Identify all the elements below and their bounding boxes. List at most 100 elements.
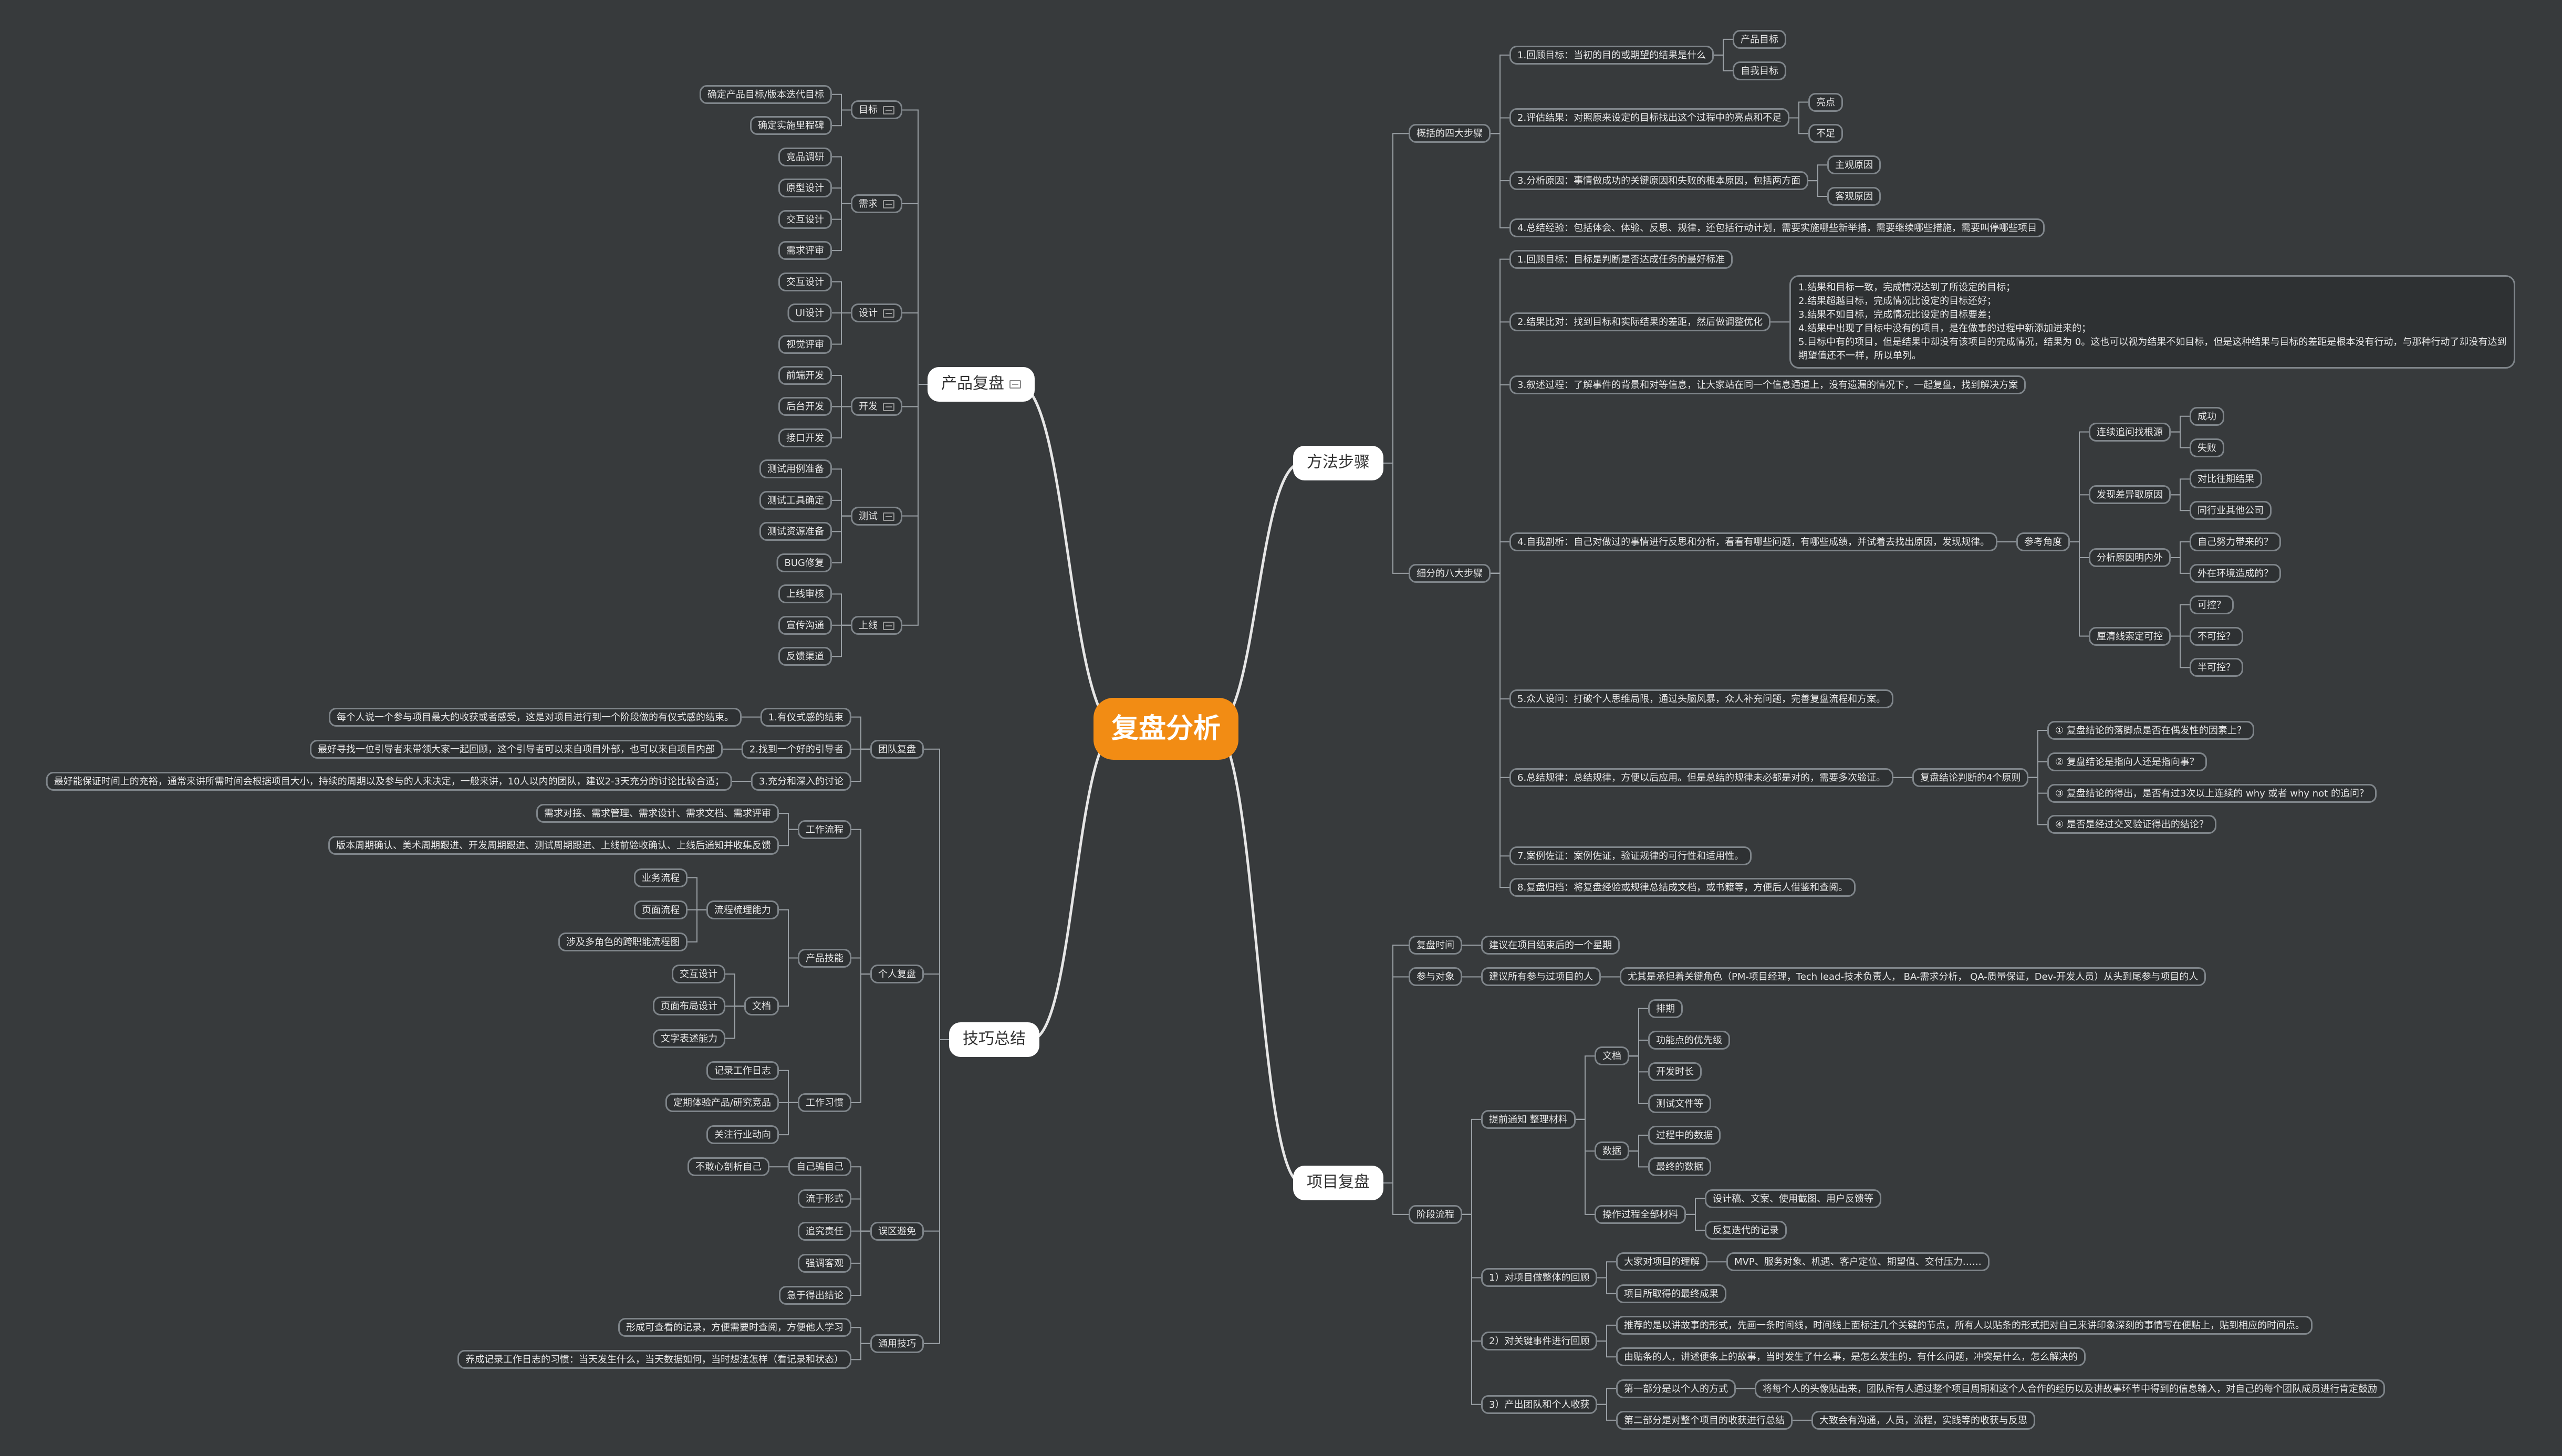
mind-node[interactable]: 8.复盘归档：将复盘经验或规律总结成文档，或书籍等，方便后人借鉴和查阅。: [1509, 878, 1856, 897]
mind-node[interactable]: 参与对象: [1409, 967, 1462, 987]
mind-node[interactable]: 产品目标: [1733, 29, 1786, 49]
mind-node[interactable]: 确定实施里程碑: [750, 116, 832, 135]
mind-node[interactable]: 每个人说一个参与项目最大的收获或者感受，这是对项目进行到一个阶段做的有仪式感的结…: [329, 707, 742, 727]
mind-node[interactable]: 宣传沟通: [778, 615, 832, 635]
mind-node[interactable]: 需求评审: [778, 241, 832, 260]
mind-node[interactable]: 文字表述能力: [653, 1029, 725, 1048]
mind-node[interactable]: 最好能保证时间上的充裕，通常来讲所需时间会根据项目大小，持续的周期以及参与的人来…: [46, 771, 732, 791]
mind-node[interactable]: 3.分析原因：事情做成功的关键原因和失败的根本原因，包括两方面: [1509, 171, 1809, 191]
mind-node[interactable]: 测试文件等: [1648, 1094, 1711, 1113]
mind-node[interactable]: 项目所取得的最终成果: [1616, 1284, 1726, 1303]
mind-node[interactable]: 排期: [1648, 999, 1683, 1018]
mind-node[interactable]: 自己努力带来的？: [2190, 532, 2281, 552]
mind-node[interactable]: 需求: [851, 194, 902, 213]
mind-node[interactable]: 尤其是承担着关键角色（PM-项目经理，Tech lead-技术负责人， BA-需…: [1620, 967, 2206, 987]
mind-node[interactable]: 亮点: [1808, 92, 1843, 112]
mind-node[interactable]: 外在环境造成的？: [2190, 563, 2281, 583]
mind-node[interactable]: 最好寻找一位引导者来带领大家一起回顾，这个引导者可以来自项目外部，也可以来自项目…: [310, 739, 723, 759]
mind-node[interactable]: 记录工作日志: [706, 1061, 779, 1080]
mind-node[interactable]: 复盘时间: [1409, 936, 1462, 955]
mind-node[interactable]: 项目复盘: [1293, 1166, 1383, 1200]
mind-node[interactable]: 提前通知 整理材料: [1481, 1109, 1576, 1129]
mind-node[interactable]: 2）对关键事件进行回顾: [1481, 1332, 1598, 1351]
mind-node[interactable]: 业务流程: [634, 868, 688, 887]
mind-node[interactable]: 交互设计: [778, 210, 832, 229]
mind-node[interactable]: 反复迭代的记录: [1705, 1220, 1787, 1240]
mind-node[interactable]: 方法步骤: [1293, 446, 1383, 480]
mind-node[interactable]: 2.找到一个好的引导者: [741, 739, 851, 759]
mind-node[interactable]: 4.自我剖析：自己对做过的事情进行反思和分析，看看有哪些问题，有哪些成绩，并试着…: [1509, 532, 1998, 552]
mind-node[interactable]: 由贴条的人，讲述便条上的故事，当时发生了什么事，是怎么发生的，有什么问题，冲突是…: [1616, 1347, 2086, 1367]
mind-node[interactable]: 分析原因明内外: [2089, 548, 2171, 567]
mind-node[interactable]: 对比往期结果: [2190, 469, 2262, 489]
mind-node[interactable]: 第一部分是以个人的方式: [1616, 1379, 1736, 1398]
mind-node[interactable]: 2.结果比对：找到目标和实际结果的差距，然后做调整优化: [1509, 312, 1771, 332]
mind-node[interactable]: 强调客观: [798, 1253, 851, 1273]
mind-node[interactable]: 工作习惯: [798, 1093, 851, 1112]
mind-node[interactable]: 交互设计: [778, 272, 832, 291]
mind-node[interactable]: 原型设计: [778, 179, 832, 198]
mind-node[interactable]: 开发: [851, 397, 902, 416]
mind-node[interactable]: 涉及多角色的跨职能流程图: [558, 932, 688, 951]
mind-node[interactable]: 1.回顾目标：目标是判断是否达成任务的最好标准: [1509, 249, 1733, 269]
mind-node[interactable]: 上线: [851, 615, 902, 635]
mind-node[interactable]: 1）对项目做整体的回顾: [1481, 1268, 1598, 1287]
mind-node[interactable]: 目标: [851, 100, 902, 120]
mind-node[interactable]: 4.总结经验：包括体会、体验、反思、规律，还包括行动计划，需要实施哪些新举措，需…: [1509, 218, 2045, 237]
mind-node[interactable]: 阶段流程: [1409, 1204, 1462, 1224]
mind-node[interactable]: ③ 复盘结论的得出，是否有过3次以上连续的 why 或者 why not 的追问…: [2047, 783, 2377, 803]
mind-node[interactable]: 客观原因: [1827, 187, 1881, 206]
mind-node[interactable]: 7.案例佐证：案例佐证，验证规律的可行性和适用性。: [1509, 846, 1752, 866]
mind-node[interactable]: 操作过程全部材料: [1595, 1204, 1686, 1224]
mind-node[interactable]: 细分的八大步骤: [1409, 563, 1491, 583]
mind-node[interactable]: 测试工具确定: [759, 490, 832, 510]
mind-node[interactable]: 交互设计: [672, 965, 725, 984]
mind-node[interactable]: 急于得出结论: [779, 1286, 851, 1305]
mind-node[interactable]: ① 复盘结论的落脚点是否在偶发性的因素上？: [2047, 720, 2254, 740]
mind-node[interactable]: 产品复盘: [928, 367, 1035, 402]
mind-node[interactable]: 自己骗自己: [788, 1157, 851, 1177]
mind-node[interactable]: 概括的四大步骤: [1409, 124, 1491, 143]
mind-node[interactable]: 设计: [851, 303, 902, 323]
mind-node[interactable]: 流于形式: [798, 1189, 851, 1209]
mind-node[interactable]: 1.回顾目标：当初的目的或期望的结果是什么: [1509, 45, 1714, 65]
mind-node[interactable]: 页面流程: [634, 900, 688, 919]
mind-node[interactable]: 个人复盘: [870, 965, 924, 984]
mind-node[interactable]: 3.充分和深入的讨论: [751, 771, 851, 791]
mind-node[interactable]: 不可控？: [2190, 626, 2243, 646]
mind-node[interactable]: 养成记录工作日志的习惯：当天发生什么，当天数据如何，当时想法怎样（看记录和状态）: [457, 1350, 851, 1369]
mind-node[interactable]: 后台开发: [778, 397, 832, 416]
mind-node[interactable]: 文档: [1595, 1046, 1629, 1066]
mind-node[interactable]: 主观原因: [1827, 155, 1881, 175]
mind-node[interactable]: 3.叙述过程：了解事件的背景和对等信息，让大家站在同一个信息通道上，没有遗漏的情…: [1509, 375, 2026, 394]
mind-node[interactable]: 定期体验产品/研究竞品: [665, 1093, 779, 1112]
mind-node[interactable]: 5.众人设问：打破个人思维局限，通过头脑风暴，众人补充问题，完善复盘流程和方案。: [1509, 689, 1894, 709]
mind-node[interactable]: ④ 是否是经过交叉验证得出的结论？: [2047, 815, 2216, 834]
mind-node[interactable]: 1.结果和目标一致，完成情况达到了所设定的目标； 2.结果超越目标，完成情况比设…: [1789, 275, 2516, 369]
mind-node[interactable]: 团队复盘: [870, 739, 924, 759]
mind-node[interactable]: 大致会有沟通，人员，流程，实践等的收获与反思: [1811, 1410, 2035, 1430]
mind-node[interactable]: 产品技能: [798, 948, 851, 968]
mind-node[interactable]: 工作流程: [798, 820, 851, 839]
mind-node[interactable]: 设计稿、文案、使用截图、用户反馈等: [1705, 1189, 1881, 1208]
mind-node[interactable]: 确定产品目标/版本迭代目标: [699, 85, 832, 104]
mind-node[interactable]: 需求对接、需求管理、需求设计、需求文档、需求评审: [536, 804, 779, 823]
mind-node[interactable]: 文档: [744, 997, 779, 1016]
mind-node[interactable]: 2.评估结果：对照原来设定的目标找出这个过程中的亮点和不足: [1509, 108, 1790, 128]
mind-node[interactable]: BUG修复: [776, 553, 832, 572]
mind-node[interactable]: 版本周期确认、美术周期跟进、开发周期跟进、测试周期跟进、上线前验收确认、上线后通…: [328, 836, 779, 855]
mind-node[interactable]: 参考角度: [2016, 532, 2070, 552]
mind-node[interactable]: 将每个人的头像贴出来，团队所有人通过整个项目周期和这个人合作的经历以及讲故事环节…: [1755, 1379, 2385, 1398]
mind-node[interactable]: 发现差异取原因: [2089, 485, 2171, 505]
mind-node[interactable]: 前端开发: [778, 366, 832, 385]
mind-node[interactable]: 测试: [851, 506, 902, 526]
mind-node[interactable]: 技巧总结: [949, 1022, 1039, 1057]
mind-node[interactable]: 成功: [2190, 406, 2224, 426]
mind-node[interactable]: 通用技巧: [870, 1334, 924, 1353]
mind-node[interactable]: 测试资源准备: [759, 522, 832, 541]
mind-node[interactable]: 关注行业动向: [706, 1125, 779, 1145]
mind-node[interactable]: UI设计: [787, 303, 832, 323]
mind-node[interactable]: MVP、服务对象、机遇、客户定位、期望值、交付压力……: [1726, 1252, 1990, 1272]
mind-node[interactable]: 过程中的数据: [1648, 1126, 1721, 1145]
mind-node[interactable]: 建议在项目结束后的一个星期: [1481, 936, 1620, 955]
